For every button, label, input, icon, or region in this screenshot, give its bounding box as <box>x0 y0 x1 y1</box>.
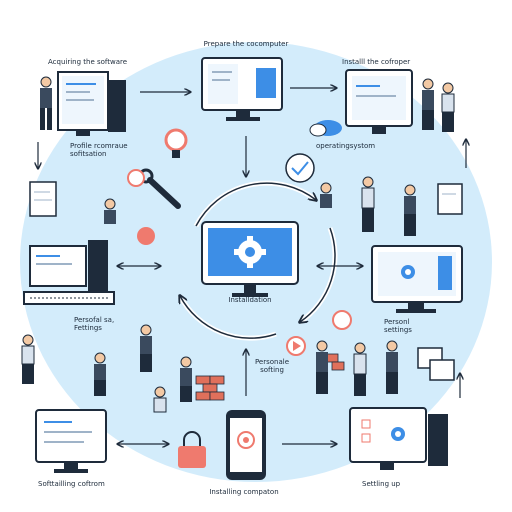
label-settling: Softtailling coftrom <box>38 480 105 488</box>
play-icon <box>286 336 306 356</box>
gear-icon <box>234 236 266 268</box>
label-install-top: Installl the cofroper <box>342 58 411 66</box>
people-top-right <box>422 78 455 132</box>
document-icon <box>29 181 463 381</box>
gear-icon <box>391 427 405 441</box>
gear-icon <box>401 265 415 279</box>
monitor-bottom-right <box>349 407 448 470</box>
monitor-top-left <box>57 71 126 136</box>
label-personal-left: Persofal sa, Fettings <box>74 316 115 333</box>
monitor-top-right <box>345 69 413 134</box>
label-operating: operatingsystom <box>316 142 376 150</box>
label-prepare: Prepare the cocomputer <box>203 40 289 48</box>
center-monitor <box>201 221 299 297</box>
monitor-right <box>371 245 463 313</box>
monitor-bottom-left <box>35 409 107 473</box>
label-profile: Profile rcomraue sofitsation <box>70 142 128 159</box>
label-personal-right: Personl settings <box>384 318 412 335</box>
bricks <box>195 353 345 401</box>
connector-arrows <box>38 88 466 444</box>
person-top-left <box>40 76 52 130</box>
lightbulb-icon <box>164 128 188 158</box>
monitor-top-center <box>201 57 283 121</box>
label-setting-up: Settling up <box>362 480 401 488</box>
label-center: Installdation <box>228 296 272 304</box>
people-group <box>21 176 416 413</box>
phone-bottom-center <box>226 410 266 480</box>
label-personal-bottom: Personale softing <box>254 358 290 375</box>
computer-left <box>23 240 115 305</box>
shield-icon <box>285 153 315 183</box>
label-acquiring: Acquiring the software <box>48 58 128 66</box>
red-badge-icon <box>127 169 352 330</box>
lock-icon <box>178 431 206 468</box>
cloud-icon <box>309 120 342 137</box>
label-installing-bottom: Installing compaton <box>209 488 279 496</box>
